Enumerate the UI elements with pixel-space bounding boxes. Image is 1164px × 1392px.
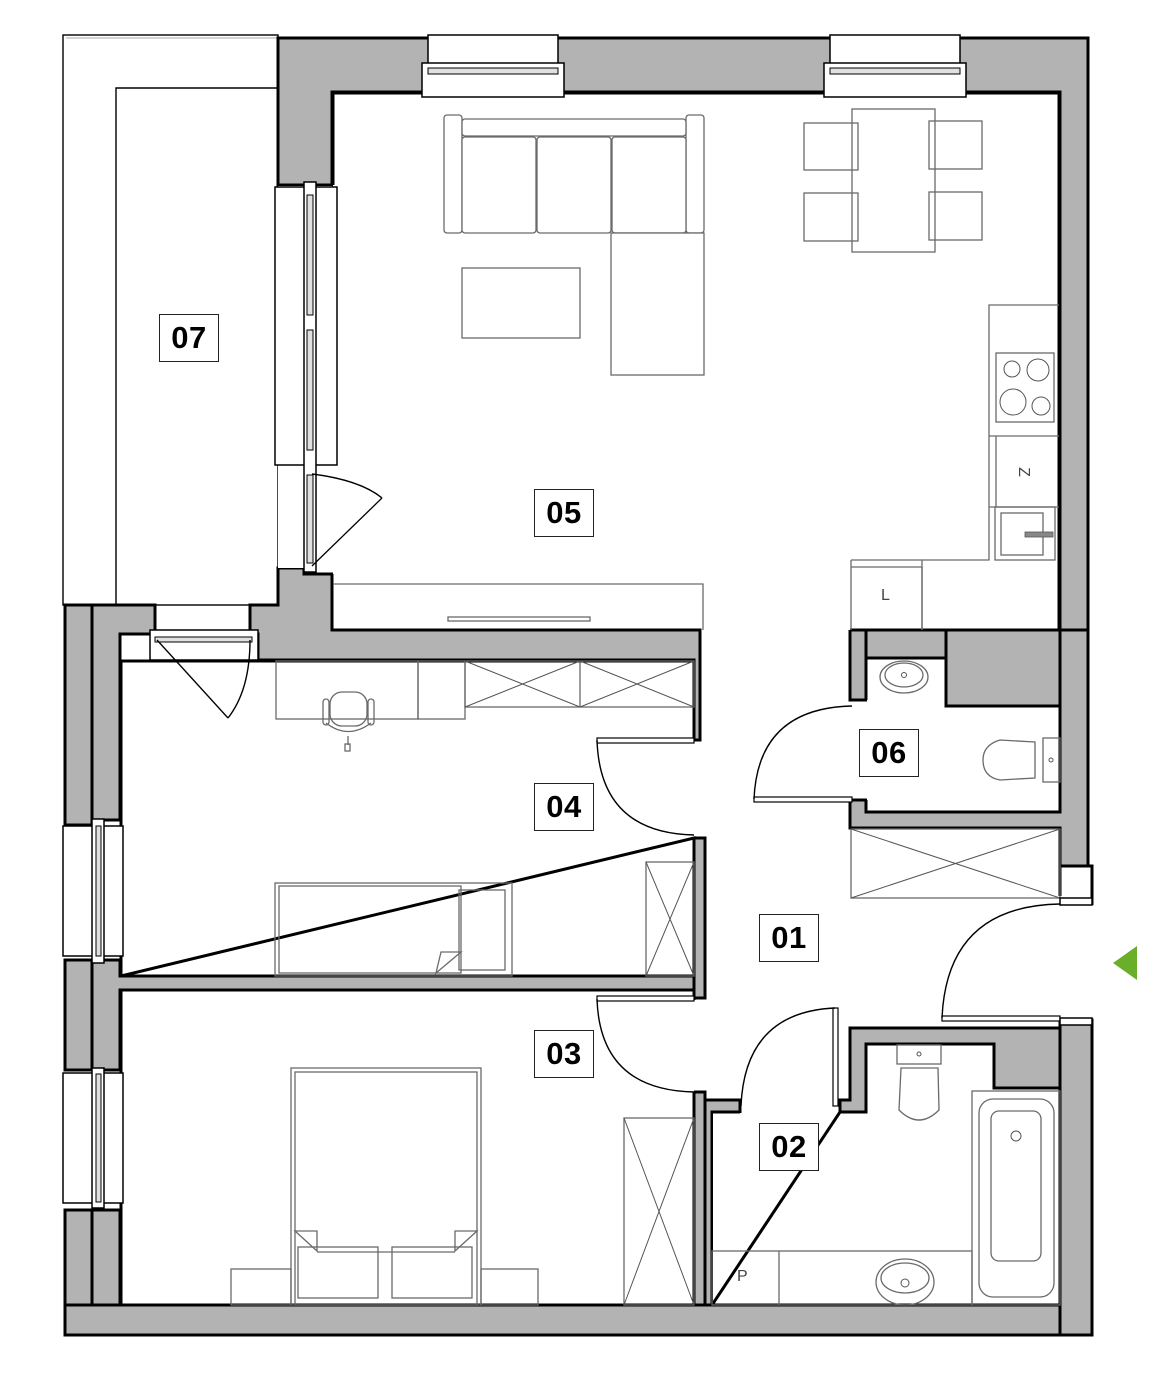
room-label-05: 05 xyxy=(534,489,594,537)
wardrobe-03 xyxy=(623,1117,695,1306)
window-door-04 xyxy=(149,629,259,719)
double-bed xyxy=(230,1067,539,1306)
room-label-01: 01 xyxy=(759,914,819,962)
room-label-02: 02 xyxy=(759,1123,819,1171)
room-label-03: 03 xyxy=(534,1030,594,1078)
door-04[interactable] xyxy=(596,737,695,836)
coffee-table xyxy=(461,267,581,339)
wardrobe-04-top xyxy=(464,660,695,708)
dining-set xyxy=(803,108,983,253)
bath-counter xyxy=(711,1250,973,1306)
window-left-04 xyxy=(62,818,124,964)
washer-letter: P xyxy=(737,1268,748,1285)
wc-sink xyxy=(879,660,929,694)
entrance-arrow-icon xyxy=(1113,946,1137,980)
room-label-06: 06 xyxy=(859,729,919,777)
single-bed xyxy=(274,882,513,977)
wc-toilet xyxy=(982,737,1061,783)
room-label-04: 04 xyxy=(534,783,594,831)
office-chair xyxy=(322,691,375,752)
tv-cabinet xyxy=(333,583,704,630)
sofa xyxy=(443,114,705,376)
balcony-glazing xyxy=(274,181,383,573)
dishwasher-letter: Z xyxy=(1014,467,1032,477)
bath-toilet xyxy=(896,1044,942,1121)
wardrobe-04-side xyxy=(645,861,695,977)
door-02[interactable] xyxy=(740,1007,839,1107)
room-label-07: 07 xyxy=(159,314,219,362)
bathtub xyxy=(971,1090,1061,1306)
window-left-03 xyxy=(62,1067,124,1209)
wardrobe-hallway xyxy=(850,828,1061,899)
door-entrance[interactable] xyxy=(941,897,1093,1026)
window-top-left xyxy=(421,34,565,98)
window-top-right xyxy=(823,34,967,98)
door-06[interactable] xyxy=(753,705,853,803)
fridge-letter: L xyxy=(881,587,890,604)
walls xyxy=(63,36,1094,1337)
door-03[interactable] xyxy=(596,995,695,1093)
kitchen-counter xyxy=(850,304,1059,630)
